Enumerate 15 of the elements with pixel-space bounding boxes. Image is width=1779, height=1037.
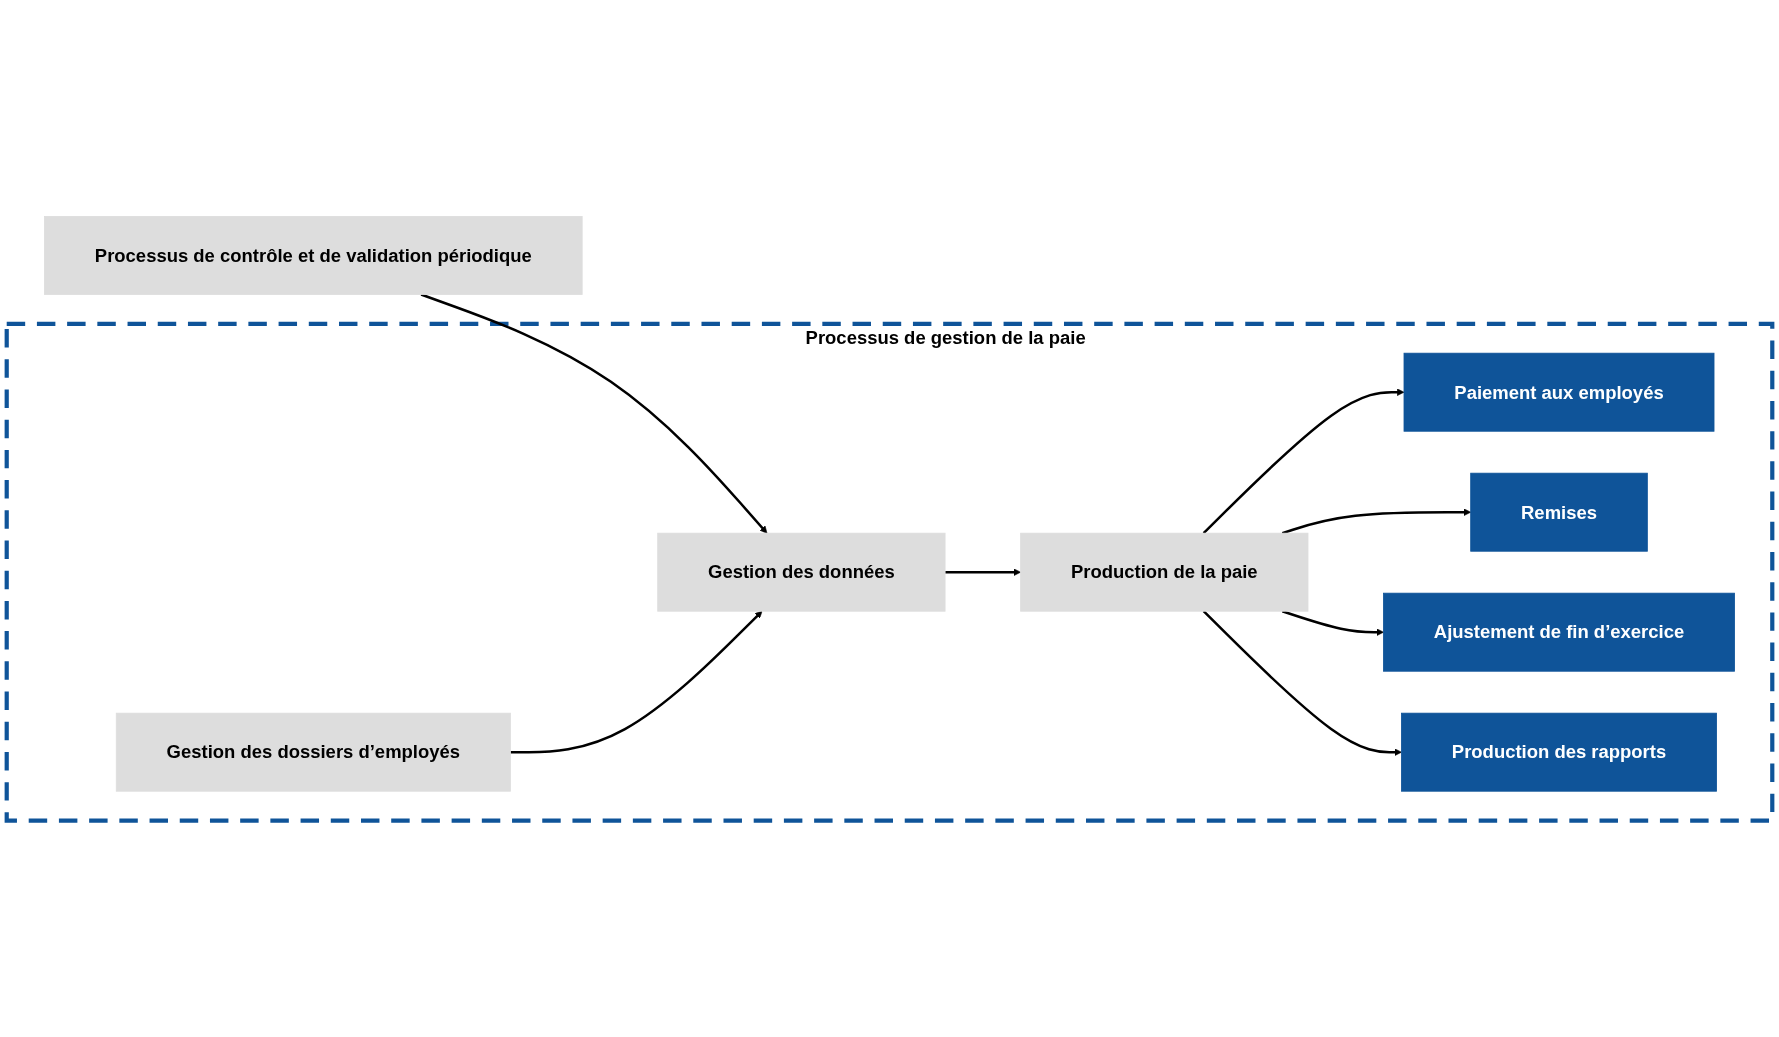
arrow: [945, 568, 1021, 576]
arrow: [1202, 388, 1405, 535]
arrow: [510, 610, 763, 754]
node-box: Production de la paie: [1020, 532, 1309, 612]
arrow: [1281, 610, 1384, 636]
node-box: Gestion des dossiers d’employés: [115, 712, 511, 792]
node-box: Processus de contrôle et de validation périodique: [44, 216, 583, 295]
arrow: [420, 293, 768, 534]
node-box: Gestion des données: [657, 532, 946, 612]
node-box: Production des rapports: [1401, 712, 1717, 792]
node-box: Remises: [1470, 472, 1648, 552]
node-box: Paiement aux employés: [1403, 352, 1715, 432]
arrow: [1202, 610, 1402, 756]
node-box: Ajustement de fin d’exercice: [1383, 592, 1735, 672]
arrow: [1281, 508, 1472, 535]
